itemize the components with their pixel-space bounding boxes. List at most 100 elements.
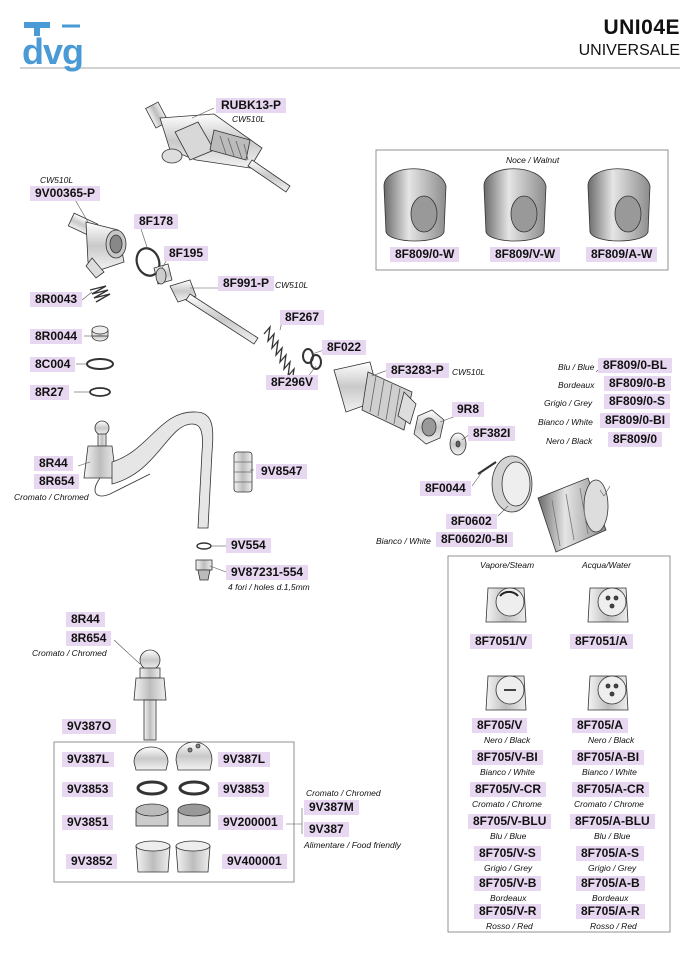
cap-8r0044 xyxy=(91,325,109,342)
food-note: Alimentare / Food friendly xyxy=(304,840,401,850)
part-label: 8F296V xyxy=(266,375,319,390)
part-label: 8F809/0-S xyxy=(604,394,671,409)
color-note: Cromato / Chrome xyxy=(574,799,644,809)
part-label: 8F809/0-W xyxy=(390,247,460,262)
oring-8f296v xyxy=(310,354,322,370)
part-label: 8C004 xyxy=(30,357,76,372)
mesh-9v200001 xyxy=(177,803,211,827)
part-label: 8F0044 xyxy=(420,481,471,496)
part-label: 8F0602 xyxy=(446,514,497,529)
part-label: 8F705/V-S xyxy=(474,846,541,861)
color-note: Grigio / Grey xyxy=(588,863,637,873)
part-label: 8F705/A-BI xyxy=(572,750,645,765)
color-note: Bianco / White xyxy=(538,417,593,427)
water-note: Acqua/Water xyxy=(582,560,631,570)
part-label: 8R44 xyxy=(66,612,105,627)
nut-9r8 xyxy=(413,409,445,445)
color-note: Bianco / White xyxy=(582,767,637,777)
part-label: 9V200001 xyxy=(218,815,283,830)
part-label: 8F705/A-R xyxy=(576,904,645,919)
part-label: 8F267 xyxy=(280,310,325,325)
part-label: 8R0044 xyxy=(30,329,83,344)
part-label: 8F705/V-B xyxy=(474,876,542,891)
part-label: 8F7051/V xyxy=(470,634,533,649)
color-note: Blu / Blue xyxy=(558,362,595,372)
part-label: 9R8 xyxy=(452,402,485,417)
part-label: 8F705/V-BI xyxy=(472,750,543,765)
steam-tube-illustration xyxy=(83,411,214,529)
part-label: 8F809/A-W xyxy=(586,247,658,262)
tip-9v387l-a xyxy=(133,746,169,771)
part-label: 8F809/0-BI xyxy=(600,413,671,428)
sleeve-9v400001 xyxy=(175,840,211,873)
leader-lines xyxy=(73,107,611,834)
part-label: 9V3853 xyxy=(218,782,270,797)
color-note: Bordeaux xyxy=(490,893,527,903)
washer-9v3853-a xyxy=(136,780,168,796)
part-label: 8F178 xyxy=(134,214,179,229)
color-note: Bordeaux xyxy=(592,893,629,903)
color-note: Nero / Black xyxy=(546,436,593,446)
knob-illustration xyxy=(537,477,609,553)
walnut-knob-1 xyxy=(383,168,447,242)
ring-8f178 xyxy=(135,247,161,277)
aerator-box xyxy=(53,741,295,883)
part-label: 8F705/V-R xyxy=(474,904,542,919)
material-note: CW510L xyxy=(40,175,74,185)
finish-note: Cromato / Chromed xyxy=(14,492,89,502)
color-note: Nero / Black xyxy=(484,735,531,745)
part-label: 8R654 xyxy=(34,474,80,489)
part-label: 8F705/A-BLU xyxy=(570,814,655,829)
part-label: 8F809/0 xyxy=(608,432,663,447)
part-label: 8R27 xyxy=(30,385,69,400)
mesh-9v3851 xyxy=(135,803,169,827)
color-note: Rosso / Red xyxy=(590,921,637,931)
cap-water-illustration xyxy=(587,587,629,623)
part-label: 8F705/V xyxy=(472,718,528,733)
finish-note: Cromato / Chromed xyxy=(306,788,381,798)
lower-wand-illustration xyxy=(133,649,167,741)
washer-9v3853-b xyxy=(178,780,210,796)
color-note: Bianco / White xyxy=(376,536,431,546)
holes-note: 4 fori / holes d.1,5mm xyxy=(228,582,310,592)
cap-water-plain-illustration xyxy=(587,675,629,711)
walnut-knob-3 xyxy=(587,168,651,242)
part-label: 9V387 xyxy=(304,822,349,837)
part-label: 9V387O xyxy=(62,719,117,734)
part-label: 8F022 xyxy=(322,340,367,355)
tip-9v387l-b xyxy=(175,741,213,771)
product-code: UNI04E xyxy=(603,16,680,39)
brand-name: dvg xyxy=(22,31,84,72)
part-label: 8R654 xyxy=(66,631,112,646)
part-label: 8F382I xyxy=(468,426,516,441)
part-label: 9V8547 xyxy=(256,464,308,479)
part-label: 9V387L xyxy=(62,752,115,767)
material-note: CW510L xyxy=(452,367,486,377)
part-label: 8F809/V-W xyxy=(490,247,561,262)
body-8f3283-illustration xyxy=(333,361,417,431)
walnut-note: Noce / Walnut xyxy=(506,155,560,165)
part-label: 9V3851 xyxy=(62,815,114,830)
part-label: 8F7051/A xyxy=(570,634,633,649)
color-note: Grigio / Grey xyxy=(544,398,593,408)
oring-9v554 xyxy=(196,542,212,550)
material-note: CW510L xyxy=(232,114,266,124)
pin-8f0044 xyxy=(477,461,497,475)
color-note: Grigio / Grey xyxy=(484,863,533,873)
nozzle-9v87231 xyxy=(195,559,213,581)
color-note: Bianco / White xyxy=(480,767,535,777)
oring-8r27 xyxy=(89,387,111,397)
part-label: 8F705/A-CR xyxy=(572,782,650,797)
walnut-knobs-box xyxy=(375,149,669,271)
material-note: CW510L xyxy=(275,280,309,290)
spring-8f267 xyxy=(263,324,299,386)
part-label: 9V387L xyxy=(218,752,271,767)
color-note: Nero / Black xyxy=(588,735,635,745)
color-note: Blu / Blue xyxy=(490,831,527,841)
washer-8c004 xyxy=(86,358,114,370)
part-label: 9V3852 xyxy=(66,854,118,869)
part-label: 9V00365-P xyxy=(30,186,101,201)
cap-steam-plain-illustration xyxy=(485,675,527,711)
cap-steam-illustration xyxy=(485,587,527,623)
